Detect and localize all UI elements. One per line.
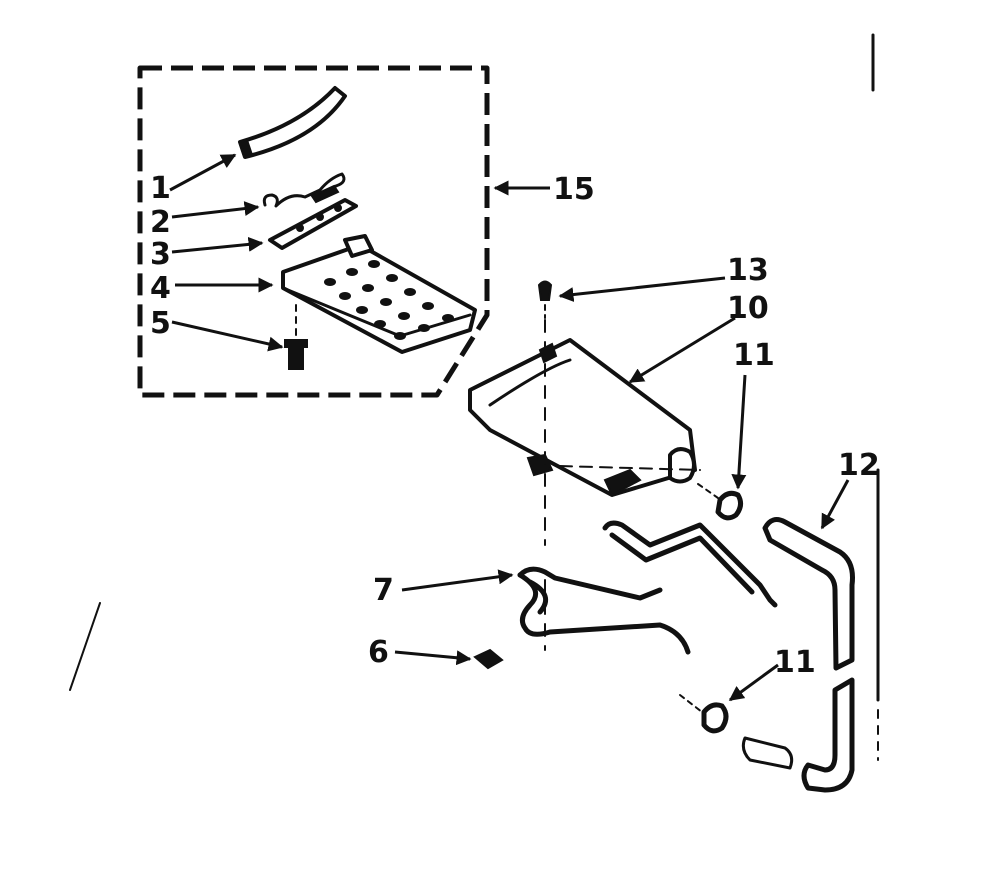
part-7-wire-spring (517, 520, 778, 655)
callout-4: 4 (150, 271, 171, 306)
callout-2: 2 (150, 205, 171, 240)
leader-lines (169, 153, 850, 702)
callout-3: 3 (150, 237, 171, 272)
callout-11-lower: 11 (774, 645, 816, 680)
part-3-lever (268, 198, 358, 250)
part-12-hose (762, 517, 855, 793)
part-11-washer-upper (715, 490, 744, 521)
callout-6: 6 (368, 635, 389, 670)
border-mark-left (69, 602, 101, 691)
callout-5: 5 (150, 306, 171, 341)
callout-1: 1 (150, 171, 171, 206)
part-5-screw (284, 304, 308, 370)
part-10-housing (468, 338, 697, 497)
part-4-tray (281, 234, 477, 354)
callout-12: 12 (838, 448, 880, 483)
callout-10: 10 (727, 291, 769, 326)
part-6-clip (473, 648, 504, 670)
part-13-screw (537, 280, 553, 319)
connector-tube (741, 736, 794, 770)
part-1-cover (238, 86, 347, 159)
callout-7: 7 (373, 573, 394, 608)
callout-15: 15 (553, 172, 595, 207)
part-2-spring-clip (262, 172, 346, 208)
callout-13: 13 (727, 253, 769, 288)
callout-11-upper: 11 (733, 338, 775, 373)
assembly-dashed-box (137, 65, 490, 398)
part-11-washer-lower (701, 702, 729, 734)
